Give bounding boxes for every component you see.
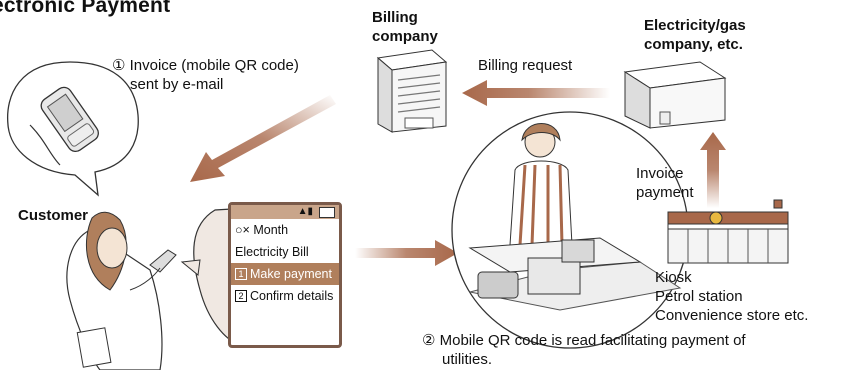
billing-company-label-line1: Billing	[372, 9, 418, 26]
utility-company-label: Electricity/gas company, etc.	[644, 16, 746, 54]
month-marker: ○×	[235, 223, 250, 237]
phone-bill-title: Electricity Bill	[235, 245, 309, 259]
phone-status-bar: ▲▮	[231, 205, 339, 219]
month-label: Month	[253, 223, 289, 237]
invoice-payment-arrow	[700, 132, 726, 208]
invoice-payment-label-line2: payment	[636, 184, 694, 201]
store-types-label: Kiosk Petrol station Convenience store e…	[655, 268, 808, 325]
make-payment-label: Make payment	[250, 267, 332, 281]
customer-to-store-arrow	[355, 240, 458, 266]
step2-label-line1: ② Mobile QR code is read facilitating pa…	[422, 332, 746, 349]
signal-icon: ▲▮	[297, 206, 313, 217]
invoice-payment-label-line1: Invoice	[636, 165, 684, 182]
billing-company-label: Billing company	[372, 8, 438, 46]
utility-company-label-line1: Electricity/gas	[644, 17, 746, 34]
store-type-convenience: Convenience store etc.	[655, 307, 809, 324]
phone-month-line: ○× Month	[231, 219, 339, 241]
utility-company-building-icon	[623, 61, 727, 129]
store-type-petrol: Petrol station	[655, 288, 743, 305]
menu-number-2: 2	[235, 290, 247, 302]
email-bubble-illustration	[6, 61, 139, 197]
step1-label-line2: sent by e-mail	[130, 76, 224, 93]
convenience-store-icon	[667, 199, 789, 264]
store-clerk-illustration	[451, 111, 689, 349]
customer-label: Customer	[18, 207, 89, 224]
utility-company-label-line2: company, etc.	[644, 36, 743, 53]
billing-request-label: Billing request	[478, 57, 573, 74]
invoice-email-arrow	[190, 95, 336, 182]
step1-label-line1: ① Invoice (mobile QR code)	[112, 57, 299, 74]
store-type-kiosk: Kiosk	[655, 269, 692, 286]
invoice-payment-label: Invoice payment	[636, 164, 694, 202]
step2-label-line2: utilities.	[442, 351, 493, 368]
customer-illustration	[66, 211, 177, 370]
step1-label: ① Invoice (mobile QR code) sent by e-mai…	[112, 56, 299, 94]
billing-request-arrow	[462, 80, 610, 106]
page-title: ectronic Payment	[0, 0, 171, 17]
billing-company-label-line2: company	[372, 28, 438, 45]
confirm-details-label: Confirm details	[250, 289, 334, 303]
battery-icon	[319, 207, 335, 218]
step2-label: ② Mobile QR code is read facilitating pa…	[422, 331, 746, 369]
menu-number-1: 1	[235, 268, 247, 280]
billing-company-building-icon	[376, 49, 448, 133]
